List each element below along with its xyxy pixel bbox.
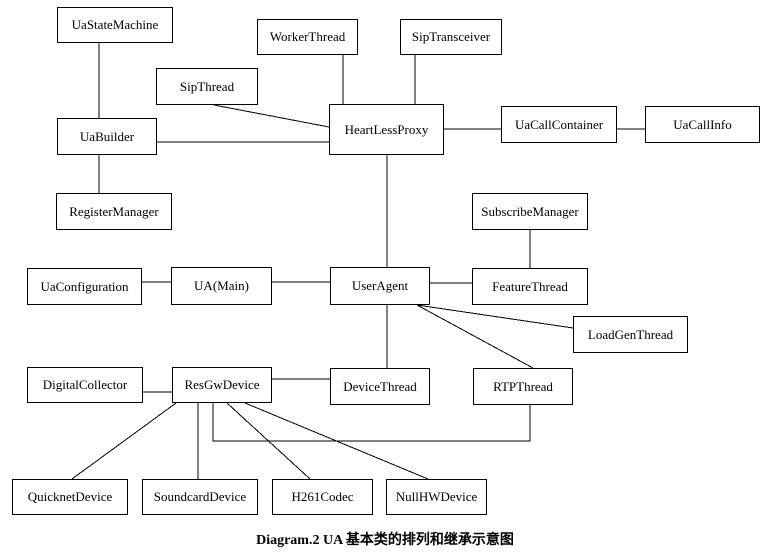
- node-label: ResGwDevice: [184, 377, 260, 392]
- node-label: NullHWDevice: [395, 489, 478, 504]
- node-SipTransceiver: SipTransceiver: [400, 19, 502, 55]
- node-label: LoadGenThread: [587, 326, 674, 342]
- node-label: UaBuilder: [79, 128, 135, 144]
- node-UAMain: UA(Main): [171, 267, 272, 305]
- node-WorkerThread: WorkerThread: [257, 19, 358, 55]
- node-UserAgent: UserAgent: [330, 267, 430, 305]
- node-UaConfiguration: UaConfiguration: [27, 268, 142, 305]
- node-LoadGenThread: LoadGenThread: [573, 316, 688, 353]
- node-RegisterManager: RegisterManager: [56, 193, 172, 230]
- node-UaBuilder: UaBuilder: [57, 118, 157, 155]
- node-label: DeviceThread: [343, 378, 417, 394]
- node-RTPThread: RTPThread: [473, 368, 573, 405]
- diagram-caption: Diagram.2 UA 基本类的排列和继承示意图: [256, 533, 514, 548]
- node-ResGwDevice: ResGwDevice: [172, 367, 272, 403]
- node-H261Codec: H261Codec: [272, 479, 373, 515]
- node-SipThread: SipThread: [156, 68, 258, 105]
- node-label: SipThread: [179, 78, 235, 94]
- node-label: H261Codec: [291, 489, 354, 504]
- edge-UserAgent-RTPThread: [416, 304, 534, 369]
- edge-ResGwDevice-QuicknetDevice: [71, 402, 177, 480]
- node-label: UaStateMachine: [71, 17, 159, 32]
- edge-SipThread-HeartLessProxy: [213, 104, 330, 128]
- edge-ResGwDevice-RTPThread: [212, 403, 531, 442]
- node-SoundcardDevice: SoundcardDevice: [142, 479, 258, 515]
- edge-ResGwDevice-NullHWDevice: [244, 402, 429, 480]
- node-label: UA(Main): [194, 278, 249, 293]
- node-label: UserAgent: [351, 278, 409, 293]
- node-UaCallInfo: UaCallInfo: [645, 106, 760, 143]
- node-label: RTPThread: [493, 378, 553, 394]
- node-label: UaCallContainer: [514, 116, 604, 132]
- node-label: QuicknetDevice: [27, 489, 113, 504]
- node-label: UaCallInfo: [673, 116, 732, 132]
- node-FeatureThread: FeatureThread: [472, 268, 588, 305]
- node-label: RegisterManager: [69, 203, 159, 219]
- node-label: SoundcardDevice: [153, 489, 247, 504]
- node-DeviceThread: DeviceThread: [330, 368, 430, 405]
- node-label: SipTransceiver: [411, 29, 491, 44]
- node-HeartLessProxy: HeartLessProxy: [329, 104, 444, 155]
- node-SubscribeManager: SubscribeManager: [472, 193, 588, 230]
- node-DigitalCollector: DigitalCollector: [27, 367, 143, 403]
- node-NullHWDevice: NullHWDevice: [386, 479, 487, 515]
- edge-UserAgent-LoadGenThread: [416, 304, 574, 329]
- node-UaStateMachine: UaStateMachine: [57, 7, 173, 43]
- edge-ResGwDevice-H261Codec: [226, 402, 311, 480]
- node-label: SubscribeManager: [481, 203, 579, 219]
- node-label: FeatureThread: [492, 278, 568, 294]
- node-label: WorkerThread: [269, 29, 346, 44]
- node-label: UaConfiguration: [40, 278, 129, 294]
- node-label: DigitalCollector: [42, 377, 128, 392]
- node-UaCallContainer: UaCallContainer: [501, 106, 617, 143]
- node-label: HeartLessProxy: [344, 121, 429, 137]
- node-QuicknetDevice: QuicknetDevice: [12, 479, 128, 515]
